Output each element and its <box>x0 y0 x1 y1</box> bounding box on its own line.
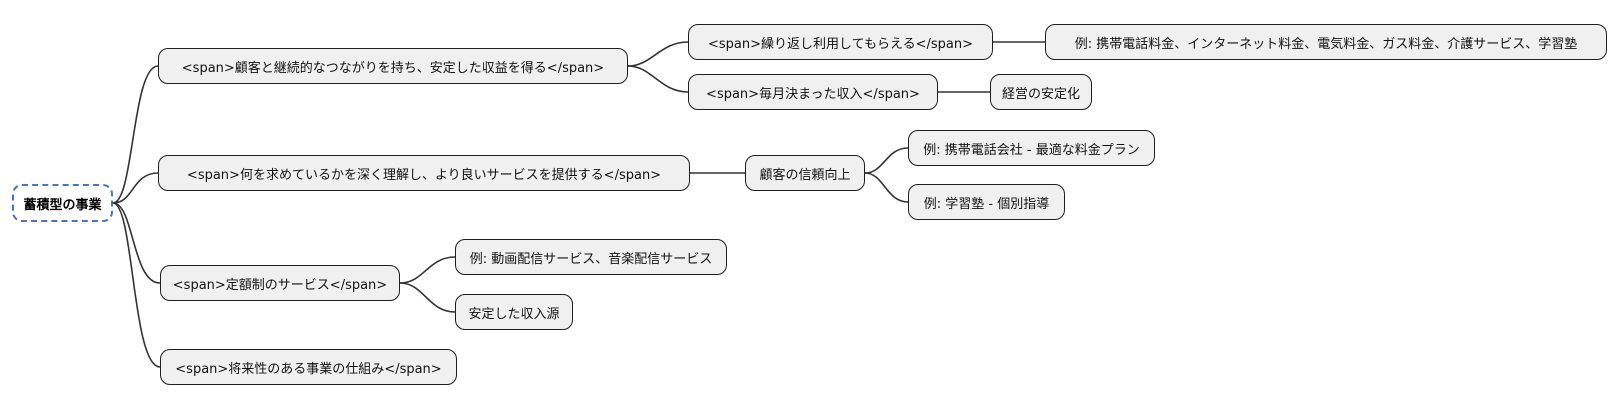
mindmap-node-phone-company-example[interactable]: 例: 携帯電話会社 - 最適な料金プラン <box>908 130 1155 166</box>
node-label: <span>何を求めているかを深く理解し、より良いサービスを提供する</span… <box>186 167 662 183</box>
edge-trust-example2 <box>864 172 909 203</box>
edge-trust-example1 <box>864 147 909 174</box>
edge-branch1-child1 <box>627 41 689 67</box>
edge-root-branch1 <box>112 65 159 204</box>
node-label: 例: 携帯電話料金、インターネット料金、電気料金、ガス料金、介護サービス、学習塾 <box>1074 36 1578 52</box>
node-label: 例: 携帯電話会社 - 最適な料金プラン <box>923 142 1140 158</box>
edge-root-branch4 <box>112 202 161 368</box>
mindmap-node-customer-trust[interactable]: 顧客の信頼向上 <box>745 155 865 191</box>
node-label: 経営の安定化 <box>1001 86 1080 102</box>
mindmap-node-cram-school-example[interactable]: 例: 学習塾 - 個別指導 <box>908 184 1065 220</box>
mindmap-node-branch2[interactable]: <span>何を求めているかを深く理解し、より良いサービスを提供する</span… <box>158 155 690 191</box>
mindmap-node-monthly-income[interactable]: <span>毎月決まった収入</span> <box>688 74 938 110</box>
node-label: 例: 学習塾 - 個別指導 <box>923 196 1050 212</box>
node-label: 安定した収入源 <box>468 306 560 322</box>
mindmap-root-node[interactable]: 蓄積型の事業 <box>12 184 113 222</box>
edge-branch3-example <box>399 256 456 284</box>
node-label: <span>定額制のサービス</span> <box>172 277 388 293</box>
mindmap-node-streaming-examples[interactable]: 例: 動画配信サービス、音楽配信サービス <box>455 239 727 275</box>
edge-branch1-child2 <box>627 65 689 93</box>
edge-branch3-income <box>399 282 456 313</box>
node-label: 顧客の信頼向上 <box>759 167 851 183</box>
mindmap-node-branch1[interactable]: <span>顧客と継続的なつながりを持ち、安定した収益を得る</span> <box>158 48 628 84</box>
root-label: 蓄積型の事業 <box>23 197 102 213</box>
node-label: 例: 動画配信サービス、音楽配信サービス <box>469 251 713 267</box>
mindmap-node-branch3[interactable]: <span>定額制のサービス</span> <box>160 265 400 301</box>
node-label: <span>将来性のある事業の仕組み</span> <box>175 361 442 377</box>
node-label: <span>毎月決まった収入</span> <box>706 86 920 102</box>
node-label: <span>繰り返し利用してもらえる</span> <box>708 36 973 52</box>
mindmap-node-management-stability[interactable]: 経営の安定化 <box>990 74 1092 110</box>
mindmap-node-repeat-use[interactable]: <span>繰り返し利用してもらえる</span> <box>688 24 993 60</box>
mindmap-node-stable-income[interactable]: 安定した収入源 <box>455 294 573 330</box>
mindmap-node-repeat-use-examples[interactable]: 例: 携帯電話料金、インターネット料金、電気料金、ガス料金、介護サービス、学習塾 <box>1045 24 1607 60</box>
edge-root-branch3 <box>112 202 161 284</box>
edge-root-branch2 <box>112 172 159 204</box>
mindmap-node-branch4[interactable]: <span>将来性のある事業の仕組み</span> <box>160 349 457 385</box>
node-label: <span>顧客と継続的なつながりを持ち、安定した収益を得る</span> <box>181 60 605 76</box>
